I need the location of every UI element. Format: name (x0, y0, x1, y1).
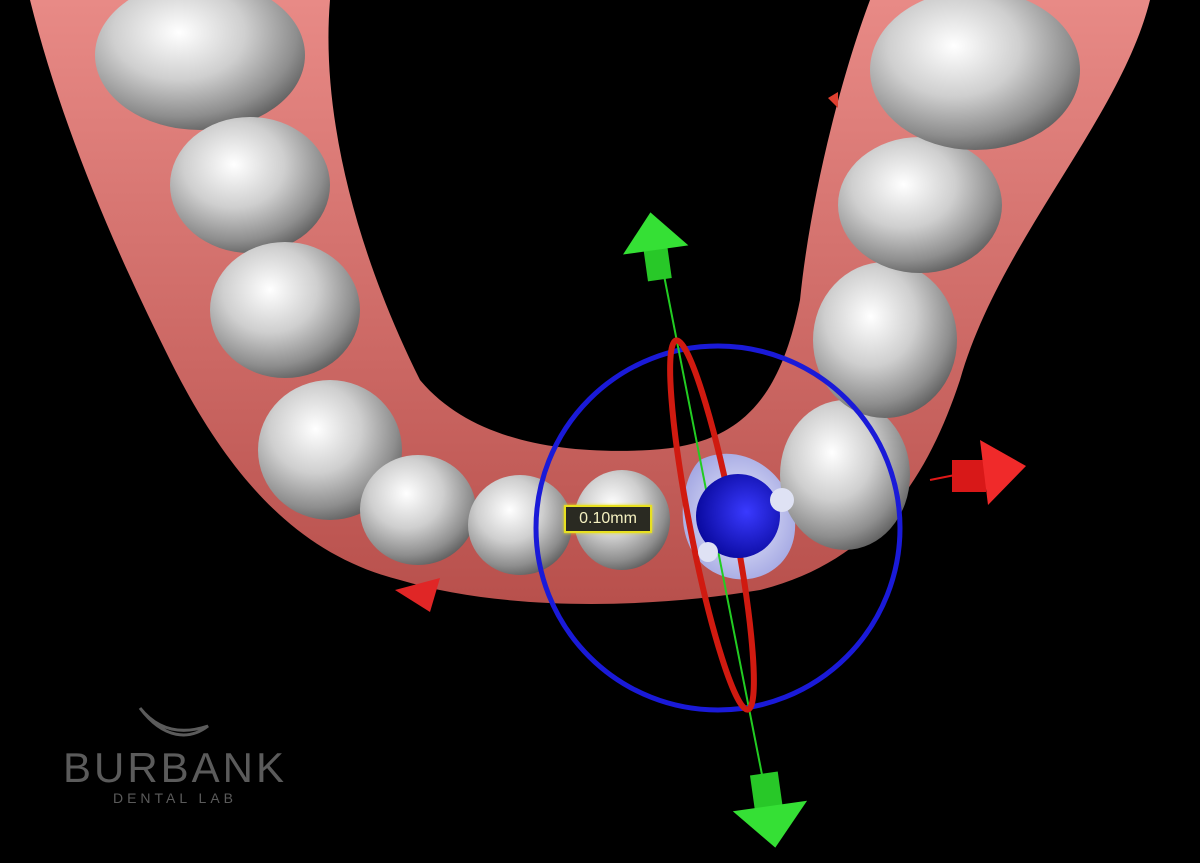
smile-icon (138, 707, 209, 737)
teeth-left[interactable] (95, 0, 670, 575)
move-handle[interactable] (696, 474, 794, 562)
brand-logo: BURBANK DENTAL LAB (50, 706, 300, 806)
arrow-right-icon[interactable] (929, 440, 1026, 505)
arrow-up-icon[interactable] (618, 208, 693, 285)
logo-name: BURBANK (62, 744, 288, 791)
logo-tagline: DENTAL LAB (112, 790, 238, 806)
marker-icon (828, 92, 838, 108)
measurement-label: 0.10mm (564, 505, 652, 533)
rotation-ring[interactable] (533, 343, 903, 713)
arrow-left-icon[interactable] (395, 578, 440, 612)
arrow-down-icon[interactable] (728, 768, 813, 853)
